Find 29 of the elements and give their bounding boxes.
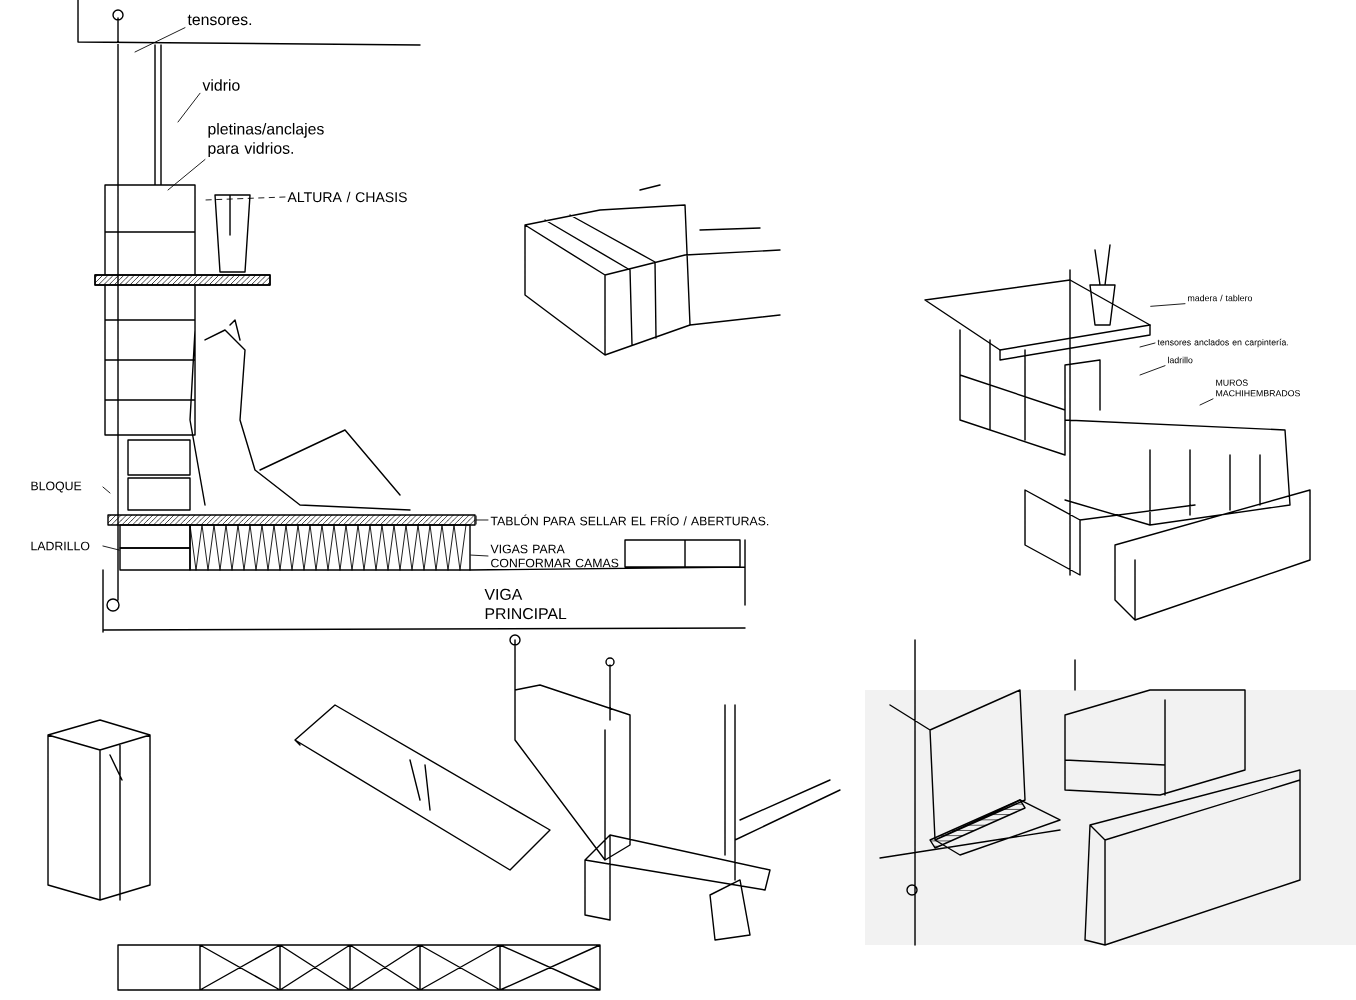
joist-block: [189, 524, 471, 571]
handwritten-label: LADRILLO: [31, 541, 90, 551]
handwritten-label: vidrio: [202, 79, 240, 91]
handwritten-label: pletinas/anclajes para vidrios.: [208, 122, 324, 158]
handwritten-label: ladrillo: [1168, 356, 1193, 364]
handwritten-label: madera / tablero: [1188, 294, 1253, 302]
leader-line: [177, 92, 201, 123]
leader-line: [102, 486, 111, 494]
handwritten-label: VIGAS PARA CONFORMAR CAMAS: [490, 544, 619, 568]
brick-block: [119, 547, 191, 571]
leader-line: [1139, 342, 1156, 348]
leader-line: [470, 554, 489, 557]
tabletop-block: [924, 279, 1151, 351]
handwritten-label: BLOQUE: [31, 481, 82, 493]
leader-line: [475, 515, 489, 525]
leader-line: [167, 159, 206, 191]
handwritten-label: tensores anclados en carpintería.: [1157, 338, 1288, 348]
handwritten-label: VIGA PRINCIPAL: [484, 588, 567, 620]
plank-board: [107, 514, 476, 526]
leader-line: [1150, 303, 1186, 307]
handwritten-label: ALTURA / CHASIS: [287, 191, 407, 203]
leader-line: [134, 27, 186, 53]
leader-line: [204, 196, 286, 201]
leader-line: [1139, 365, 1166, 376]
handwritten-label: TABLÓN PARA SELLAR EL FRÍO / ABERTURAS.: [490, 514, 769, 526]
handwritten-label: MUROS MACHIHEMBRADOS: [1216, 379, 1300, 397]
handwritten-label: tensores.: [187, 14, 252, 26]
leader-line: [1199, 398, 1214, 406]
leader-line: [102, 545, 120, 551]
